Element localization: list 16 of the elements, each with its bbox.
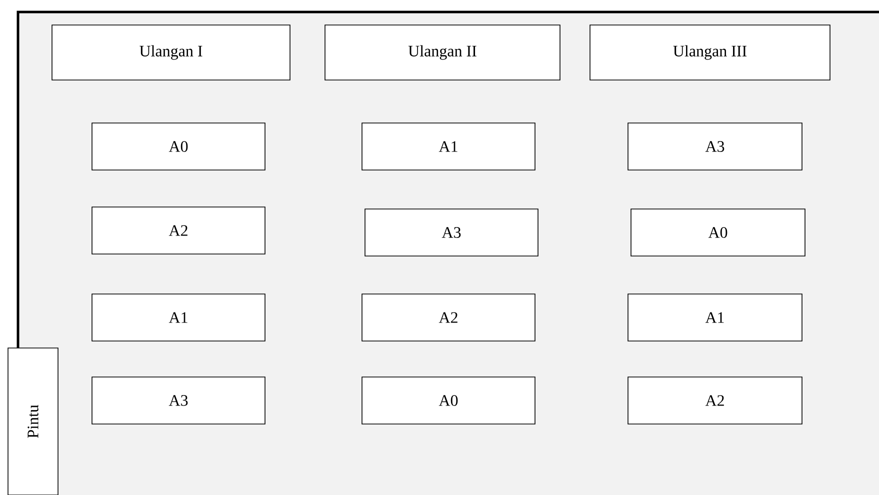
plot-box: A3 xyxy=(92,376,266,424)
header-box: Ulangan III xyxy=(590,24,830,80)
plot-box: A0 xyxy=(630,208,806,256)
plot-box: A3 xyxy=(628,122,802,170)
plot-box: A2 xyxy=(628,376,802,424)
door-box: Pintu xyxy=(8,348,58,495)
plot-box: A1 xyxy=(92,294,266,342)
plot-box: A2 xyxy=(362,294,536,342)
header-box: Ulangan I xyxy=(52,24,290,80)
header-box: Ulangan II xyxy=(324,24,560,80)
plot-box: A0 xyxy=(92,122,266,170)
plot-box: A1 xyxy=(362,122,536,170)
plot-box: A3 xyxy=(364,208,538,256)
plot-box: A2 xyxy=(92,206,266,254)
plot-box: A1 xyxy=(628,294,802,342)
plot-box: A0 xyxy=(362,376,536,424)
